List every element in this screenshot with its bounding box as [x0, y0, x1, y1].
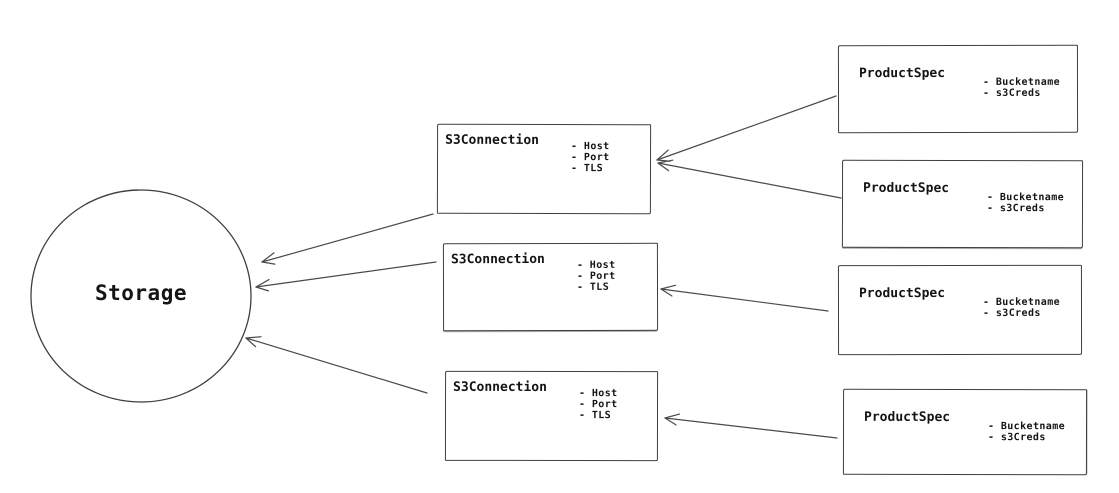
- attribute-item: - TLS: [570, 163, 604, 175]
- s3connection-node-3: S3Connection - Host - Port - TLS: [444, 370, 659, 462]
- productspec-node-2: ProductSpec - Bucketname - s3Creds: [841, 159, 1084, 249]
- arrow-s3connection3-to-storage: [245, 336, 428, 394]
- attribute-item: - s3Creds: [986, 203, 1045, 215]
- arrow-s3connection2-to-storage: [255, 261, 437, 292]
- node-title: S3Connection: [453, 379, 547, 395]
- attribute-item: - Port: [576, 270, 616, 282]
- node-attributes: - Bucketname - s3Creds: [987, 192, 1064, 214]
- storage-circle-sketch-stroke: [85, 189, 139, 205]
- attribute-item: - Bucketname: [982, 76, 1061, 88]
- arrow-s3connection1-to-storage: [261, 213, 434, 265]
- attribute-item: - TLS: [576, 281, 610, 293]
- node-attributes: - Bucketname - s3Creds: [983, 77, 1060, 99]
- attribute-item: - Port: [579, 399, 618, 411]
- attribute-item: - Port: [571, 152, 610, 164]
- productspec-node-3: ProductSpec - Bucketname - s3Creds: [837, 264, 1083, 356]
- attribute-item: - s3Creds: [982, 87, 1041, 99]
- attribute-item: - s3Creds: [987, 432, 1046, 444]
- attribute-item: - Host: [579, 388, 618, 400]
- productspec-node-1: ProductSpec - Bucketname - s3Creds: [837, 44, 1079, 134]
- arrow-productspec1-to-s3connection1: [656, 95, 837, 162]
- attribute-item: - Host: [576, 259, 616, 271]
- node-title: S3Connection: [450, 252, 545, 268]
- storage-circle: [30, 189, 252, 403]
- s3connection-node-2: S3Connection - Host - Port - TLS: [442, 242, 659, 332]
- node-attributes: - Bucketname - s3Creds: [988, 421, 1065, 443]
- attribute-item: - Bucketname: [982, 296, 1061, 308]
- node-title: S3Connection: [445, 132, 540, 148]
- s3connection-node-1: S3Connection - Host - Port - TLS: [436, 123, 652, 215]
- attribute-item: - s3Creds: [982, 307, 1041, 319]
- node-attributes: - Host - Port - TLS: [577, 260, 616, 293]
- storage-node-label: Storage: [94, 281, 187, 305]
- arrow-productspec2-to-s3connection1: [657, 159, 842, 199]
- node-attributes: - Host - Port - TLS: [579, 388, 618, 421]
- node-attributes: - Host - Port - TLS: [571, 141, 610, 174]
- node-title: ProductSpec: [858, 66, 946, 82]
- attribute-item: - Bucketname: [987, 421, 1066, 433]
- arrow-productspec4-to-s3connection3: [664, 413, 838, 439]
- attribute-item: - Host: [571, 141, 610, 153]
- attribute-item: - TLS: [578, 410, 612, 422]
- productspec-node-4: ProductSpec - Bucketname - s3Creds: [842, 388, 1088, 476]
- node-title: ProductSpec: [863, 180, 950, 196]
- arrow-productspec3-to-s3connection2: [660, 284, 829, 312]
- node-attributes: - Bucketname - s3Creds: [983, 297, 1060, 319]
- node-title: ProductSpec: [864, 409, 951, 425]
- attribute-item: - Bucketname: [987, 192, 1065, 204]
- node-title: ProductSpec: [858, 286, 946, 302]
